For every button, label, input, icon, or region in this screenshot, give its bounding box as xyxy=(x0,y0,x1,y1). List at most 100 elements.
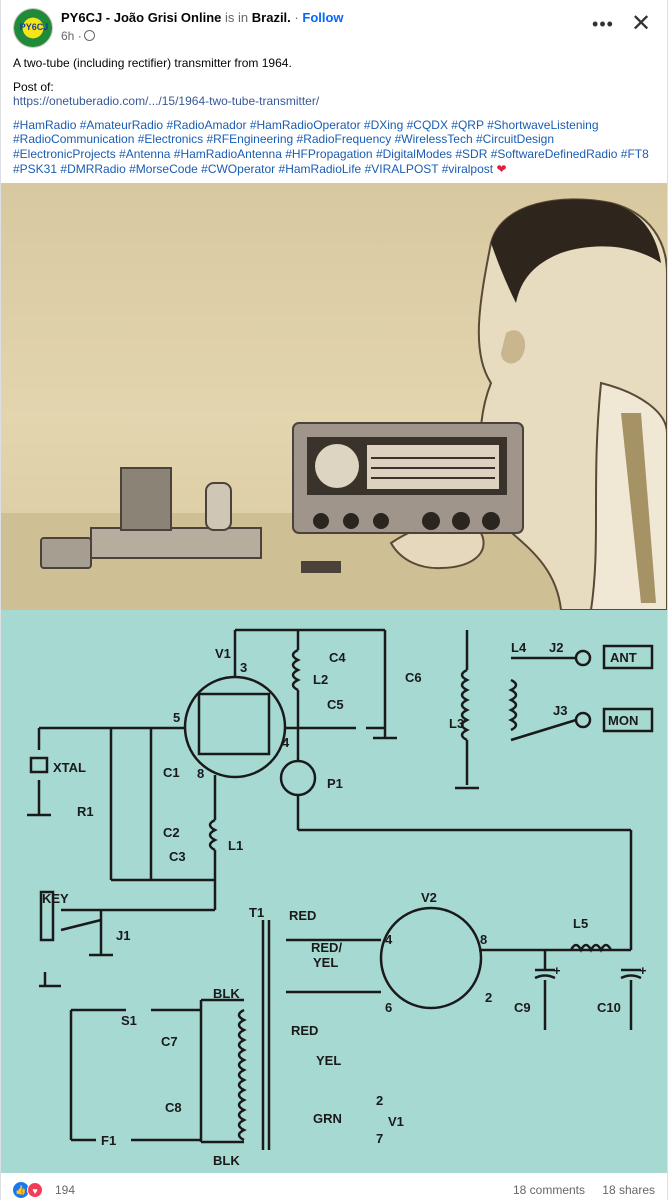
hashtag-link[interactable]: #CWOperator xyxy=(201,161,276,176)
label-C2: C2 xyxy=(163,825,180,840)
transmitter-photo[interactable] xyxy=(1,183,667,610)
label-C1: C1 xyxy=(163,765,180,780)
author-name[interactable]: PY6CJ - João Grisi Online xyxy=(61,10,222,25)
label-C8: C8 xyxy=(165,1100,182,1115)
location-link[interactable]: Brazil. xyxy=(251,10,291,25)
label-YEL-2: YEL xyxy=(316,1053,341,1068)
label-grn-pin2: 2 xyxy=(376,1093,383,1108)
label-v2-pin8: 8 xyxy=(480,932,487,947)
hashtag-link[interactable]: #SDR xyxy=(455,146,488,161)
post-header: PY6CJ PY6CJ - João Grisi Online is in Br… xyxy=(13,8,655,48)
label-V2: V2 xyxy=(421,890,437,905)
label-v2-pin2: 2 xyxy=(485,990,492,1005)
hashtag-link[interactable]: #RadioFrequency xyxy=(296,132,392,147)
hashtag-link[interactable]: #RadioCommunication xyxy=(13,132,135,147)
hashtag-link[interactable]: #DMRRadio xyxy=(60,161,126,176)
post-body: A two-tube (including rectifier) transmi… xyxy=(13,56,653,176)
label-GRN: GRN xyxy=(313,1111,342,1126)
post-link[interactable]: https://onetuberadio.com/.../15/1964-two… xyxy=(13,94,320,109)
like-reaction-icon[interactable]: 👍 xyxy=(13,1182,29,1198)
label-pin8: 8 xyxy=(197,766,204,781)
hashtag-link[interactable]: #SoftwareDefinedRadio xyxy=(490,146,618,161)
is-in-label: is in xyxy=(225,10,249,25)
label-C10: C10 xyxy=(597,1000,621,1015)
label-C5: C5 xyxy=(327,697,344,712)
photo-illustration xyxy=(1,198,667,610)
page-avatar[interactable]: PY6CJ xyxy=(13,8,53,48)
label-pin3: 3 xyxy=(240,660,247,675)
avatar-logo-text: PY6CJ xyxy=(19,22,49,32)
hashtag-link[interactable]: #WirelessTech xyxy=(394,132,473,147)
label-grn-pin7: 7 xyxy=(376,1131,383,1146)
shares-count[interactable]: 18 shares xyxy=(602,1183,655,1197)
separator-dot: · xyxy=(294,10,299,25)
label-plus-c10: + xyxy=(639,963,647,978)
comments-count[interactable]: 18 comments xyxy=(512,1183,585,1197)
globe-icon xyxy=(83,30,95,42)
label-ANT: ANT xyxy=(610,650,637,665)
love-reaction-icon[interactable]: ♥ xyxy=(27,1182,43,1198)
hashtag-list: #HamRadio #AmateurRadio #RadioAmador #Ha… xyxy=(13,118,653,176)
hashtag-link[interactable]: #RadioAmador xyxy=(166,117,247,132)
label-L1: L1 xyxy=(228,838,243,853)
post-footer: 👍 ♥ 194 18 comments 18 shares xyxy=(13,1180,655,1200)
label-L5: L5 xyxy=(573,916,588,931)
label-pin5: 5 xyxy=(173,710,180,725)
label-C7: C7 xyxy=(161,1034,178,1049)
hashtag-link[interactable]: #DigitalModes xyxy=(375,146,452,161)
close-icon[interactable]: ✕ xyxy=(630,10,652,37)
label-pin4: 4 xyxy=(282,735,290,750)
label-XTAL: XTAL xyxy=(53,760,86,775)
hashtag-link[interactable]: #CircuitDesign xyxy=(475,132,555,147)
label-RED-2: RED xyxy=(291,1023,318,1038)
post-of-label: Post of: xyxy=(13,79,54,94)
hashtag-link[interactable]: #RFEngineering xyxy=(206,132,294,147)
hashtag-link[interactable]: #Electronics xyxy=(137,132,204,147)
hashtag-link[interactable]: #ShortwaveListening xyxy=(487,117,599,132)
label-J1: J1 xyxy=(116,928,130,943)
label-YEL-1: YEL xyxy=(313,955,338,970)
hashtag-link[interactable]: #HamRadioLife xyxy=(278,161,362,176)
label-KEY: KEY xyxy=(42,891,69,906)
hashtag-link[interactable]: #HamRadioOperator xyxy=(249,117,361,132)
label-grn-V1: V1 xyxy=(388,1114,404,1129)
hashtag-link[interactable]: #viralpost xyxy=(441,161,494,176)
label-plus-c9: + xyxy=(553,963,561,978)
hashtag-link[interactable]: #HamRadio xyxy=(13,117,77,132)
hashtag-link[interactable]: #CQDX xyxy=(406,117,448,132)
hashtag-link[interactable]: #AmateurRadio xyxy=(79,117,164,132)
more-options-icon[interactable]: ••• xyxy=(592,14,614,34)
heart-emoji-icon: ❤ xyxy=(496,161,507,176)
hashtag-link[interactable]: #VIRALPOST xyxy=(364,161,439,176)
label-MON: MON xyxy=(608,713,638,728)
hashtag-link[interactable]: #FT8 xyxy=(620,146,649,161)
label-C9: C9 xyxy=(514,1000,531,1015)
label-L2: L2 xyxy=(313,672,328,687)
label-v2-pin6: 6 xyxy=(385,1000,392,1015)
label-J2: J2 xyxy=(549,640,563,655)
author-line: PY6CJ - João Grisi Online is in Brazil. … xyxy=(61,10,344,26)
post-caption: A two-tube (including rectifier) transmi… xyxy=(13,56,292,70)
hashtag-link[interactable]: #QRP xyxy=(451,117,484,132)
hashtag-link[interactable]: #HamRadioAntenna xyxy=(173,146,282,161)
hashtag-link[interactable]: #MorseCode xyxy=(129,161,198,176)
hashtag-link[interactable]: #HFPropagation xyxy=(285,146,373,161)
hashtag-link[interactable]: #DXing xyxy=(363,117,404,132)
post-time[interactable]: 6h xyxy=(61,29,75,43)
label-L4: L4 xyxy=(511,640,527,655)
label-BLK-top: BLK xyxy=(213,986,240,1001)
label-V1: V1 xyxy=(215,646,231,661)
follow-button[interactable]: Follow xyxy=(302,10,344,25)
label-RED-YEL: RED/ xyxy=(311,940,342,955)
label-C4: C4 xyxy=(329,650,346,665)
label-F1: F1 xyxy=(101,1133,116,1148)
hashtag-link[interactable]: #Antenna xyxy=(119,146,171,161)
schematic-diagram[interactable]: V1 3 5 4 8 C4 C6 L2 C5 P1 XTAL C1 R1 C2 … xyxy=(1,610,667,1173)
hashtag-link[interactable]: #ElectronicProjects xyxy=(13,146,116,161)
label-C6: C6 xyxy=(405,670,422,685)
label-BLK-bottom: BLK xyxy=(213,1153,240,1168)
reaction-count[interactable]: 194 xyxy=(55,1183,76,1197)
hashtag-link[interactable]: #PSK31 xyxy=(13,161,58,176)
label-P1: P1 xyxy=(327,776,343,791)
